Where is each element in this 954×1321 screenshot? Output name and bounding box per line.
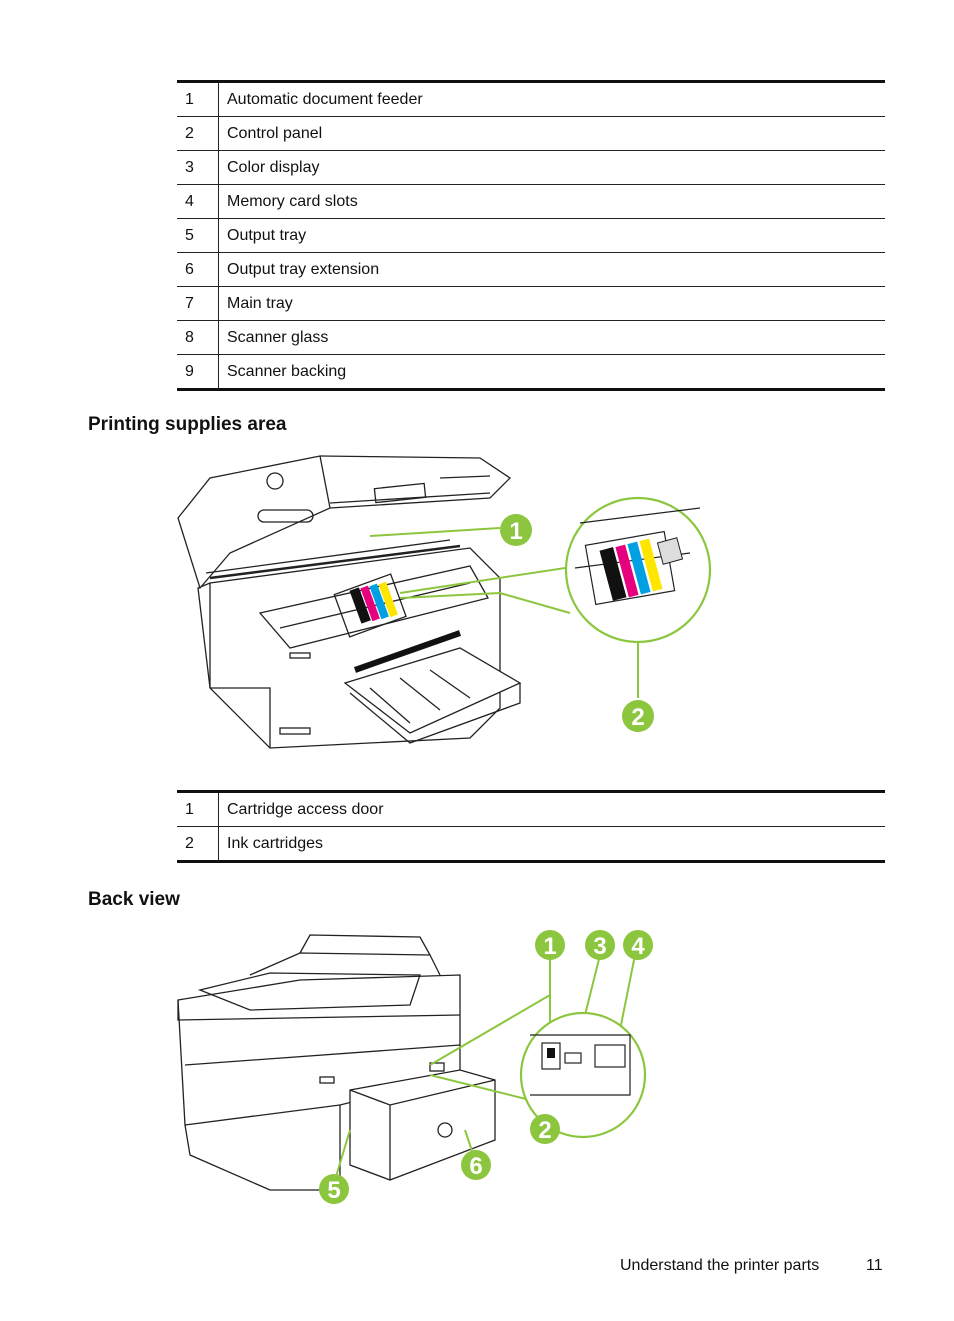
parts-table: 1 Automatic document feeder 2 Control pane…: [177, 80, 885, 391]
row-number: 4: [177, 184, 219, 219]
callout-5: 5: [319, 1174, 349, 1204]
row-number: 1: [177, 791, 219, 827]
row-number: 1: [177, 81, 219, 117]
table-row: 7 Main tray: [177, 286, 885, 321]
svg-text:4: 4: [631, 933, 645, 960]
table-row: 5 Output tray: [177, 218, 885, 253]
footer-section-title: Understand the printer parts: [620, 1257, 820, 1274]
callout-2: 2: [622, 700, 654, 732]
row-label: Scanner backing: [227, 362, 347, 380]
svg-text:1: 1: [543, 933, 556, 960]
callout-3: 3: [585, 930, 615, 960]
row-label: Control panel: [227, 124, 323, 142]
supplies-table: 1 Cartridge access door 2 Ink cartridges: [177, 790, 885, 863]
section-heading-back-view: Back view: [88, 889, 180, 910]
table-row: 9 Scanner backing: [177, 354, 885, 390]
row-label: Scanner glass: [227, 328, 329, 346]
table-row: 1 Cartridge access door: [177, 791, 885, 827]
callout-1: 1: [500, 514, 532, 546]
row-label: Cartridge access door: [227, 800, 384, 818]
row-label: Memory card slots: [227, 192, 358, 210]
back-view-illustration: 1 3 4 2 6 5: [177, 930, 653, 1204]
callout-6: 6: [461, 1150, 491, 1180]
svg-text:5: 5: [327, 1177, 340, 1204]
row-number: 6: [177, 252, 219, 287]
table-row: 1 Automatic document feeder: [177, 81, 885, 117]
row-label: Output tray: [227, 226, 307, 244]
row-label: Ink cartridges: [227, 834, 324, 852]
svg-text:2: 2: [631, 704, 644, 731]
row-number: 7: [177, 286, 219, 321]
row-label: Output tray extension: [227, 260, 380, 278]
svg-text:2: 2: [538, 1117, 551, 1144]
row-label: Main tray: [227, 294, 293, 312]
row-number: 8: [177, 320, 219, 355]
table-row: 8 Scanner glass: [177, 320, 885, 355]
table-row: 3 Color display: [177, 150, 885, 185]
svg-text:6: 6: [469, 1153, 482, 1180]
table-row: 4 Memory card slots: [177, 184, 885, 219]
row-number: 3: [177, 150, 219, 185]
callout-1: 1: [535, 930, 565, 960]
page-number: 11: [866, 1257, 883, 1274]
svg-text:1: 1: [509, 518, 522, 545]
row-label: Color display: [227, 158, 320, 176]
row-number: 5: [177, 218, 219, 253]
callout-2: 2: [530, 1114, 560, 1144]
table-row: 2 Control panel: [177, 116, 885, 151]
table-row: 2 Ink cartridges: [177, 826, 885, 862]
row-label: Automatic document feeder: [227, 90, 423, 108]
callout-4: 4: [623, 930, 653, 960]
svg-text:3: 3: [593, 933, 606, 960]
printing-supplies-illustration: 1 2: [177, 455, 712, 749]
row-number: 9: [177, 354, 219, 390]
table-row: 6 Output tray extension: [177, 252, 885, 287]
row-number: 2: [177, 116, 219, 151]
section-heading-printing-supplies: Printing supplies area: [88, 414, 287, 435]
row-number: 2: [177, 826, 219, 862]
